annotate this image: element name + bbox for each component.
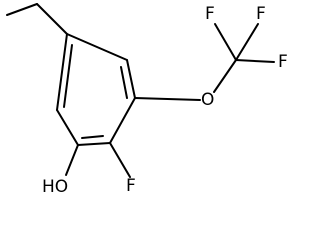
bond-ring-inner-1 [120,66,128,99]
bond-ring-6 [56,33,68,111]
bond-ring-1 [66,33,128,61]
bond-ring-3 [109,97,136,144]
atom-label-ether-oxygen: O [201,90,214,110]
atom-label-fluorine-right: F [278,52,288,72]
bond-ring-2 [126,59,136,99]
atom-label-fluorine-top-left: F [205,4,215,24]
bond-methyl-oxygen [6,3,38,16]
bond-ring-hydroxyl [65,144,79,176]
bond-carbon-fluorine-right [235,59,275,63]
bond-ring-inner-2 [81,135,104,139]
molecule-structure: F F F O F HO [6,3,288,197]
bond-ring-oxygen [134,97,201,101]
atom-label-fluorine-top-right: F [256,4,266,24]
bond-ring-fluorine [109,142,131,178]
bond-oxygen-ring [36,3,68,35]
atom-label-ring-fluorine: F [126,176,136,196]
bond-carbon-fluorine-top-left [214,23,237,61]
bond-ring-4 [77,142,111,146]
atom-label-hydroxyl: HO [42,177,68,197]
bond-carbon-fluorine-top-right [235,23,259,61]
bond-ring-5 [56,109,79,146]
bond-ring-inner-3 [63,44,73,108]
bond-oxygen-carbon [213,59,237,93]
